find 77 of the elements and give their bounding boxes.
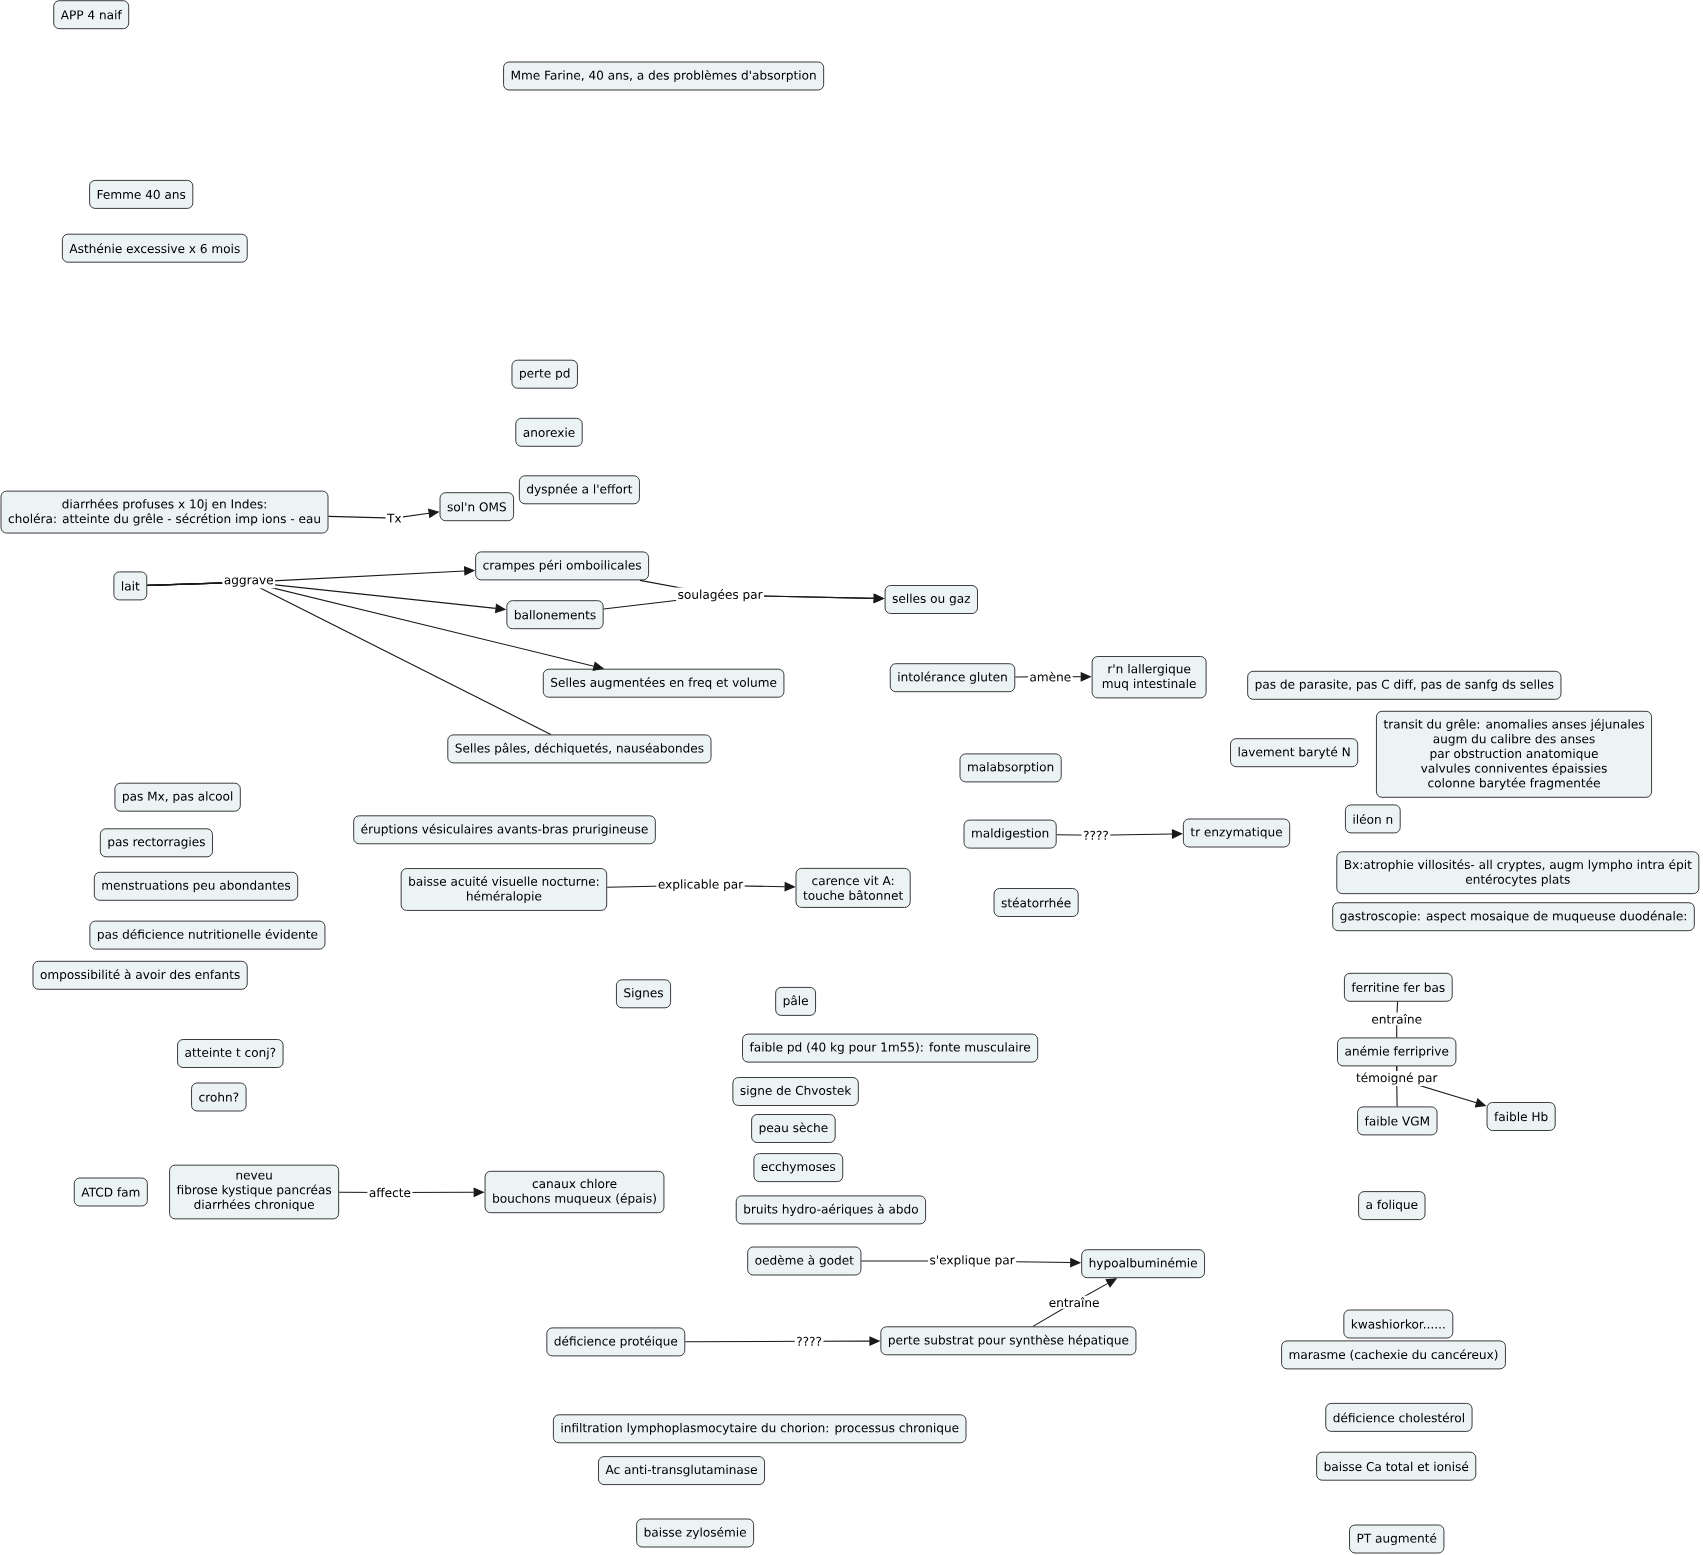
concept-box: Signes bbox=[616, 979, 672, 1009]
concept-box: éruptions vésiculaires avants-bras prurigineuse bbox=[353, 815, 656, 845]
concept-box: Selles augmentées en freq et volume bbox=[542, 668, 785, 698]
concept-box: intolérance gluten bbox=[889, 663, 1016, 693]
concept-box: anémie ferriprive bbox=[1337, 1037, 1457, 1067]
concept-box: Mme Farine, 40 ans, a des problèmes d'absorption bbox=[503, 61, 825, 91]
concept-box: neveu fibrose kystique pancréas diarrhées chronique bbox=[169, 1164, 340, 1220]
concept-box: infiltration lymphoplasmocytaire du chorion: processus chronique bbox=[552, 1414, 967, 1444]
edge-label: ???? bbox=[1081, 829, 1111, 842]
concept-box: perte substrat pour synthèse hépatique bbox=[880, 1326, 1137, 1356]
concept-box: menstruations peu abondantes bbox=[93, 871, 299, 901]
edge-label: entraîne bbox=[1369, 1012, 1424, 1026]
concept-box: pas de parasite, pas C diff, pas de sanfg ds selles bbox=[1247, 670, 1562, 700]
concept-box: PT augmenté bbox=[1349, 1524, 1445, 1554]
edge-label: entraîne bbox=[1047, 1295, 1101, 1309]
concept-box: pas rectorragies bbox=[99, 828, 213, 858]
concept-box: pas déficience nutritionelle évidente bbox=[89, 920, 326, 950]
concept-box: faible pd (40 kg pour 1m55): fonte musculaire bbox=[742, 1033, 1039, 1063]
concept-box: peau sèche bbox=[751, 1114, 836, 1143]
concept-box: ecchymoses bbox=[753, 1153, 844, 1183]
concept-box: baisse zylosémie bbox=[636, 1518, 755, 1548]
concept-box: lavement baryté N bbox=[1230, 738, 1359, 768]
edge-label: témoigné par bbox=[1354, 1070, 1439, 1087]
concept-box: hypoalbuminémie bbox=[1081, 1249, 1205, 1279]
concept-box: pâle bbox=[775, 986, 816, 1016]
connector-line bbox=[146, 581, 552, 735]
concept-box: crohn? bbox=[191, 1082, 247, 1112]
concept-box: déficience cholestérol bbox=[1325, 1402, 1473, 1432]
concept-box: selles ou gaz bbox=[884, 585, 978, 614]
edge-label: amène bbox=[1027, 670, 1073, 684]
edge-label: soulagées par bbox=[676, 587, 765, 603]
edge-label: Tx bbox=[385, 512, 404, 524]
concept-box: Ac anti-transglutaminase bbox=[598, 1456, 765, 1486]
concept-box: bruits hydro-aériques à abdo bbox=[735, 1195, 927, 1225]
edge-label: ???? bbox=[794, 1335, 824, 1348]
concept-box: faible Hb bbox=[1486, 1102, 1556, 1131]
concept-box: ATCD fam bbox=[73, 1177, 148, 1207]
concept-box: maldigestion bbox=[963, 819, 1057, 849]
concept-box: atteinte t conj? bbox=[177, 1039, 284, 1068]
concept-box: ballonements bbox=[506, 600, 604, 630]
edge-label: s'explique par bbox=[928, 1253, 1017, 1269]
concept-box: faible VGM bbox=[1357, 1106, 1438, 1136]
concept-box: oedème à godet bbox=[747, 1246, 862, 1276]
concept-box: crampes péri omboilicales bbox=[475, 551, 650, 581]
concept-box: signe de Chvostek bbox=[732, 1077, 859, 1106]
concept-box: Femme 40 ans bbox=[89, 179, 194, 209]
concept-box: pas Mx, pas alcool bbox=[114, 782, 241, 812]
edge-label: affecte bbox=[367, 1186, 413, 1199]
concept-box: gastroscopie: aspect mosaique de muqueuse duodénale: bbox=[1332, 902, 1695, 932]
edge-label: aggrave bbox=[222, 575, 276, 589]
concept-box: baisse Ca total et ionisé bbox=[1316, 1451, 1477, 1481]
concept-box: stéatorrhée bbox=[993, 888, 1079, 917]
concept-box: dyspnée a l'effort bbox=[518, 475, 640, 505]
concept-box: a folique bbox=[1358, 1191, 1426, 1221]
concept-box: Selles pâles, déchiquetés, nauséabondes bbox=[447, 734, 712, 764]
concept-box: marasme (cachexie du cancéreux) bbox=[1281, 1340, 1506, 1370]
concept-box: iléon n bbox=[1345, 804, 1401, 834]
concept-box: tr enzymatique bbox=[1182, 818, 1291, 848]
concept-box: déficience protéique bbox=[546, 1327, 686, 1357]
concept-box: perte pd bbox=[511, 359, 578, 389]
concept-box: lait bbox=[113, 571, 148, 601]
concept-box: ferritine fer bas bbox=[1343, 972, 1453, 1002]
concept-box: APP 4 naif bbox=[53, 0, 130, 30]
concept-box: carence vit A: touche bâtonnet bbox=[795, 867, 911, 908]
concept-box: r'n lallergique muq intestinale bbox=[1091, 656, 1207, 699]
concept-box: Asthénie excessive x 6 mois bbox=[61, 233, 248, 263]
concept-box: ompossibilité à avoir des enfants bbox=[32, 960, 248, 990]
concept-box: Bx:atrophie villosités- all cryptes, augm lympho intra épit entérocytes plats bbox=[1336, 851, 1700, 895]
concept-box: kwashiorkor...... bbox=[1343, 1309, 1454, 1339]
edge-label: explicable par bbox=[656, 877, 745, 893]
concept-box: anorexie bbox=[515, 417, 583, 447]
concept-box: malabsorption bbox=[959, 753, 1062, 783]
concept-box: canaux chlore bouchons muqueux (épais) bbox=[484, 1170, 665, 1214]
concept-box: transit du grêle: anomalies anses jéjunales augm du calibre des anses par obstruction anatomique valvules conniventes épaissies colonne barytée fragmentée bbox=[1376, 710, 1652, 798]
concept-box: sol'n OMS bbox=[439, 492, 515, 522]
concept-box: diarrhées profuses x 10j en Indes: choléra: atteinte du grêle - sécrétion imp ions - eau bbox=[0, 490, 329, 534]
concept-box: baisse acuité visuelle nocturne: héméralopie bbox=[400, 868, 608, 911]
